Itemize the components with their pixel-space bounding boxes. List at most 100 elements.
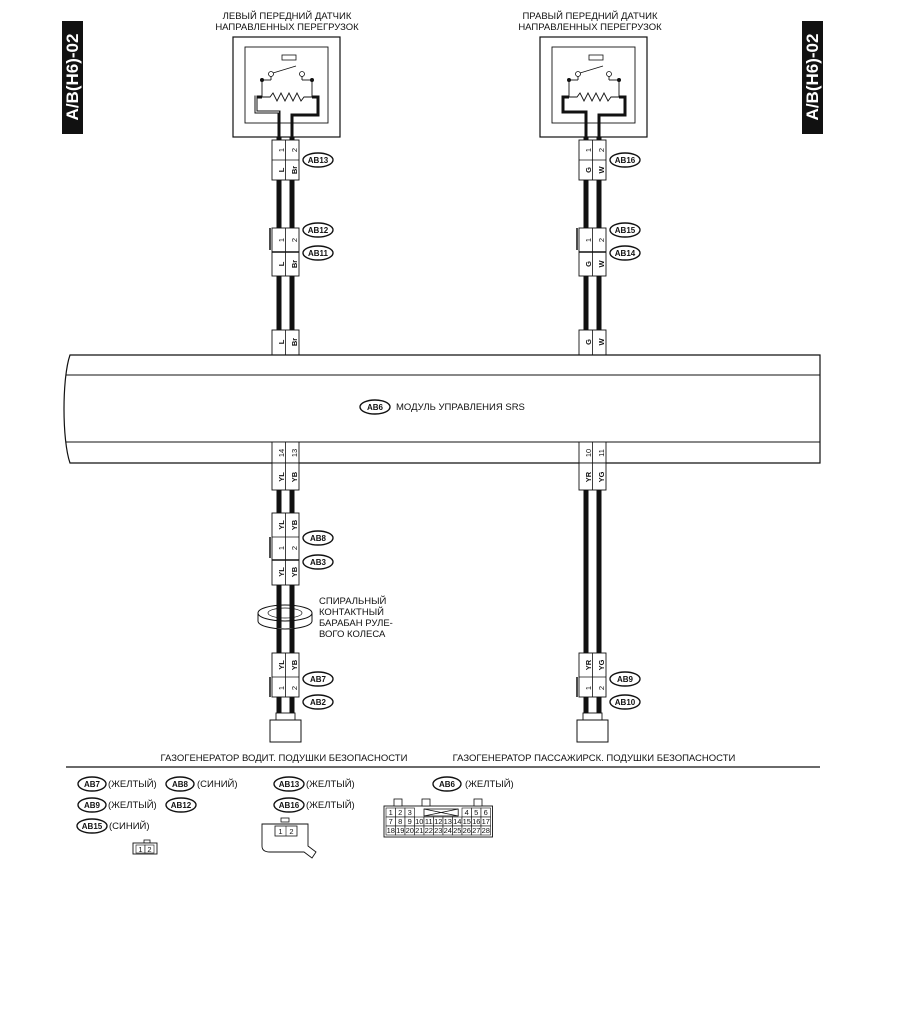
ab6-pin-label: 3	[408, 808, 412, 817]
svg-text:1: 1	[278, 827, 282, 836]
connector-oval-ab16: AB16	[609, 152, 641, 168]
clock-spring-label-2: КОНТАКТНЫЙ	[319, 606, 384, 618]
svg-text:(ЖЕЛТЫЙ): (ЖЕЛТЫЙ)	[306, 799, 355, 811]
clock-spring-label-4: ВОГО КОЛЕСА	[319, 629, 386, 640]
module-bottom-right-labels: 10 11	[578, 441, 607, 464]
connector-oval-ab7: AB7	[302, 671, 334, 687]
ab16-wire-g: G	[584, 167, 593, 173]
ab6-pin-label: 18	[387, 826, 395, 835]
svg-text:AB9: AB9	[617, 675, 634, 684]
ab6-pin-label: 16	[472, 817, 480, 826]
ab6-pin-label: 19	[396, 826, 404, 835]
svg-text:AB6: AB6	[439, 780, 456, 789]
ab11-wire-br: Br	[290, 260, 299, 268]
svg-text:(ЖЕЛТЫЙ): (ЖЕЛТЫЙ)	[108, 799, 157, 811]
ab6-pin-label: 26	[463, 826, 471, 835]
svg-text:AB13: AB13	[308, 156, 329, 165]
ab6-pin-label: 24	[444, 826, 452, 835]
ab13-pin2: 2	[290, 148, 299, 152]
ab16-pin2: 2	[597, 148, 606, 152]
connector-ab8-ab3-block: YL YB 1 2 YL YB	[269, 512, 300, 586]
ab6-pin-label: 9	[408, 817, 412, 826]
svg-text:AB14: AB14	[615, 249, 636, 258]
ab16-wire-w: W	[597, 166, 606, 174]
svg-text:YL: YL	[277, 660, 286, 670]
svg-text:1: 1	[277, 546, 286, 550]
connector-ab15-ab14-block: 1 2 G W	[576, 227, 607, 277]
ab6-pin-label: 22	[425, 826, 433, 835]
svg-text:(ЖЕЛТЫЙ): (ЖЕЛТЫЙ)	[108, 778, 157, 790]
right-lower-color-labels: YR YG	[578, 462, 607, 491]
clock-spring-label-3: БАРАБАН РУЛЕ-	[319, 618, 393, 629]
module-pin-14: 14	[277, 449, 286, 457]
connector-oval-ab6	[359, 399, 391, 415]
svg-text:AB3: AB3	[310, 558, 327, 567]
svg-text:AB2: AB2	[310, 698, 327, 707]
svg-text:YL: YL	[277, 472, 286, 482]
ab6-pin-label: 25	[453, 826, 461, 835]
connector-ab7-ab2-block: YL YB 1 2	[269, 652, 300, 698]
svg-text:(ЖЕЛТЫЙ): (ЖЕЛТЫЙ)	[306, 778, 355, 790]
connector-ab16-block: 1 2 G W	[578, 139, 607, 181]
svg-text:YR: YR	[584, 471, 593, 482]
svg-text:2: 2	[290, 686, 299, 690]
ab6-pin-label: 28	[482, 826, 490, 835]
legend-group-2: AB13 (ЖЕЛТЫЙ) AB16 (ЖЕЛТЫЙ) 1 2	[261, 776, 355, 859]
svg-text:YR: YR	[584, 659, 593, 670]
connector-oval-ab3: AB3	[302, 554, 334, 570]
ab6-pin-label: 6	[484, 808, 488, 817]
connector-ab9-ab10-block: YR YG 1 2	[576, 652, 607, 698]
module-left-wire-br: Br	[290, 338, 299, 346]
ab16-pin1: 1	[584, 148, 593, 152]
left-sensor	[232, 36, 341, 138]
ab13-wire-br: Br	[290, 166, 299, 174]
driver-inflator	[269, 712, 302, 743]
driver-inflator-label: ГАЗОГЕНЕРАТОР ВОДИТ. ПОДУШКИ БЕЗОПАСНОСТ…	[161, 753, 408, 764]
svg-text:YB: YB	[290, 659, 299, 670]
svg-text:(СИНИЙ): (СИНИЙ)	[197, 778, 238, 790]
svg-text:YG: YG	[597, 659, 606, 670]
left-sensor-title-1: ЛЕВЫЙ ПЕРЕДНИЙ ДАТЧИК	[223, 10, 352, 22]
srs-module: AB6 МОДУЛЬ УПРАВЛЕНИЯ SRS	[63, 354, 821, 464]
passenger-inflator-label: ГАЗОГЕНЕРАТОР ПАССАЖИРСК. ПОДУШКИ БЕЗОПА…	[453, 753, 736, 764]
ab6-pin-label: 14	[453, 817, 461, 826]
module-pin-11: 11	[597, 449, 606, 457]
ab15-pin1: 1	[584, 238, 593, 242]
connector-ab12-ab11-block: 1 2 L Br	[269, 227, 300, 277]
module-left-wire-l: L	[277, 339, 286, 344]
svg-text:(ЖЕЛТЫЙ): (ЖЕЛТЫЙ)	[465, 778, 514, 790]
svg-text:2: 2	[597, 686, 606, 690]
ab6-pin-label: 20	[406, 826, 414, 835]
svg-text:AB16: AB16	[279, 801, 300, 810]
left-sensor-title-2: НАПРАВЛЕННЫХ ПЕРЕГРУЗОК	[215, 22, 359, 33]
ab6-pin-label: 10	[415, 817, 423, 826]
ab6-pin-label: 21	[415, 826, 423, 835]
ab14-wire-g: G	[584, 261, 593, 267]
svg-text:AB8: AB8	[172, 780, 189, 789]
svg-text:AB7: AB7	[84, 780, 101, 789]
ab6-pin-label: 15	[463, 817, 471, 826]
ab6-pin-label: 2	[398, 808, 402, 817]
svg-text:2: 2	[290, 546, 299, 550]
ab11-wire-l: L	[277, 261, 286, 266]
connector-oval-ab15: AB15	[609, 222, 641, 238]
ab6-pin-label: 17	[482, 817, 490, 826]
connector-oval-ab10: AB10	[609, 694, 641, 710]
ab14-wire-w: W	[597, 260, 606, 268]
left-lower-color-labels: YL YB	[271, 462, 300, 491]
svg-text:AB8: AB8	[310, 534, 327, 543]
module-right-wire-g: G	[584, 339, 593, 345]
svg-text:AB7: AB7	[310, 675, 327, 684]
side-tag-right-text: A/B(H6)-02	[803, 34, 822, 121]
ab13-pin1: 1	[277, 148, 286, 152]
passenger-inflator	[576, 712, 609, 743]
svg-text:AB13: AB13	[279, 780, 300, 789]
legend-group-1: AB7 (ЖЕЛТЫЙ) AB8 (СИНИЙ) AB9 (ЖЕЛТЫЙ) AB…	[76, 776, 238, 855]
svg-text:AB12: AB12	[308, 226, 329, 235]
ab6-pin-label: 13	[444, 817, 452, 826]
side-tag-left: A/B(H6)-02	[62, 21, 83, 134]
connector-oval-ab13: AB13	[302, 152, 334, 168]
connector-oval-ab8: AB8	[302, 530, 334, 546]
